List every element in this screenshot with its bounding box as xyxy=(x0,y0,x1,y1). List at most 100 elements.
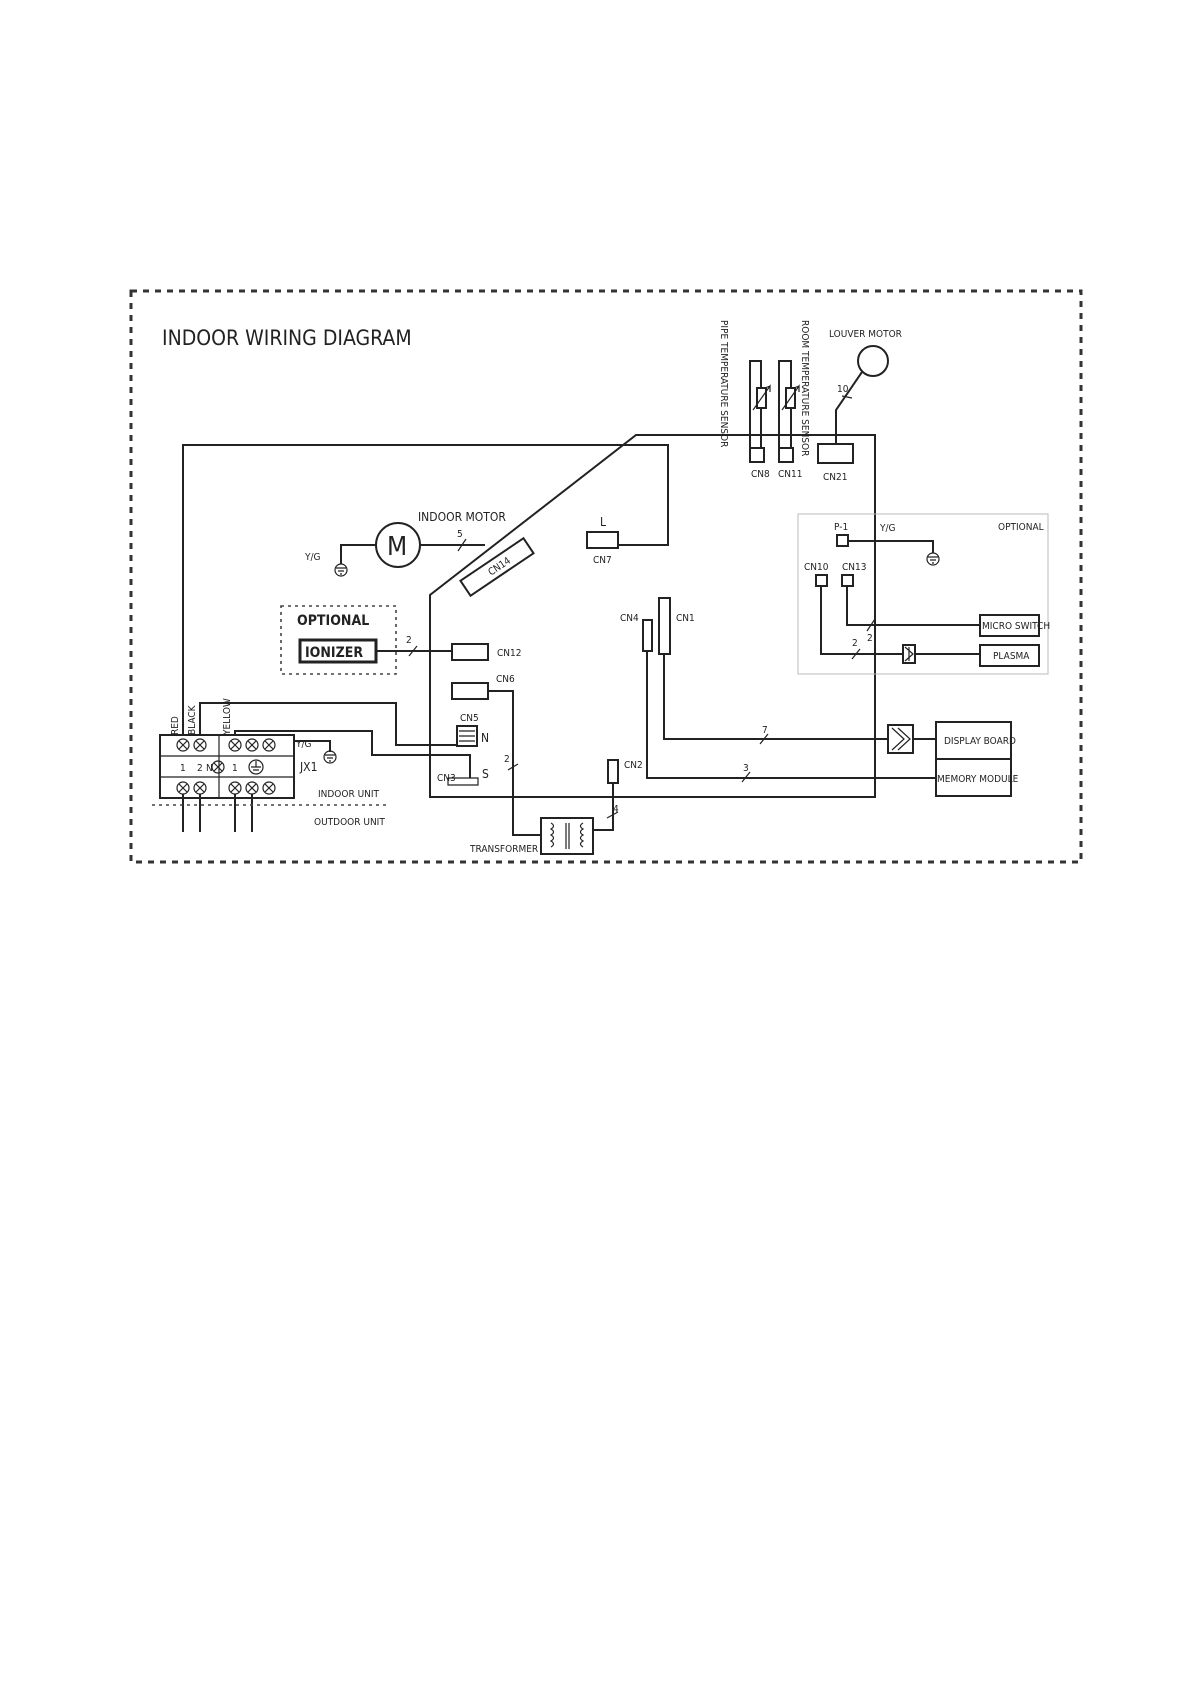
cn4-label: CN4 xyxy=(620,613,639,624)
cn11-connector xyxy=(778,447,794,463)
memory-wire-count: 3 xyxy=(743,763,749,774)
motor-symbol: M xyxy=(387,532,407,562)
cn13-connector xyxy=(841,574,854,587)
diagram-title: INDOOR WIRING DIAGRAM xyxy=(162,326,412,350)
plasma-box xyxy=(979,644,1040,667)
display-board-box xyxy=(935,721,1012,760)
louver-wire-count: 10 xyxy=(837,384,849,395)
display-board-wire xyxy=(663,654,888,740)
motor-ground-icon xyxy=(334,563,348,577)
cn10-label: CN10 xyxy=(804,562,829,573)
yellow-wire xyxy=(234,730,471,778)
control-board-outline xyxy=(429,434,876,798)
cn8-connector xyxy=(749,447,765,463)
cn5-label: CN5 xyxy=(460,713,479,724)
transformer-output-count: 4 xyxy=(613,804,619,815)
cn12-connector xyxy=(451,643,489,661)
cn7-connector xyxy=(586,531,619,549)
motor-ground-wire xyxy=(340,544,376,564)
plasma-label: PLASMA xyxy=(993,651,1030,662)
optional-ground-wire xyxy=(848,540,934,553)
black-wire xyxy=(199,702,457,746)
transformer-input-count: 2 xyxy=(504,754,510,765)
diagram-frame xyxy=(129,289,1083,864)
memory-module-label: MEMORY MODULE xyxy=(937,774,1019,785)
n-label: N xyxy=(481,731,489,745)
cn7-label: CN7 xyxy=(593,555,612,566)
cn12-label: CN12 xyxy=(497,648,521,659)
black-label: BLACK xyxy=(187,704,198,735)
terminal-block-label: JX1 xyxy=(299,760,317,774)
cn5-connector-pins xyxy=(459,730,475,742)
optional-module-label: OPTIONAL xyxy=(998,522,1044,533)
terminal-mark-3: N xyxy=(206,763,213,774)
optional-ground-icon xyxy=(926,552,940,566)
cn6-label: CN6 xyxy=(496,674,515,685)
ionizer-optional-label: OPTIONAL xyxy=(297,613,369,629)
cn11-label: CN11 xyxy=(778,469,802,480)
optional-yg-label: Y/G xyxy=(879,523,896,534)
cn13-label: CN13 xyxy=(842,562,866,573)
cn6-connector xyxy=(451,682,489,700)
p1-connector xyxy=(836,534,849,547)
memory-module-wire xyxy=(646,651,936,779)
motor-yg-label: Y/G xyxy=(304,552,321,563)
cn2-label: CN2 xyxy=(624,760,643,771)
cn21-label: CN21 xyxy=(823,472,847,483)
outdoor-unit-label: OUTDOOR UNIT xyxy=(314,817,385,828)
display-connector xyxy=(887,724,914,754)
ionizer-wire-tick xyxy=(408,645,418,657)
plasma-wire xyxy=(820,586,980,655)
terminal-yg-label: Y/G xyxy=(295,739,312,750)
terminal-screws xyxy=(176,738,276,795)
memory-module-box xyxy=(935,758,1012,797)
louver-motor-wire xyxy=(835,371,863,444)
pipe-sensor-label: PIPE TEMPERATURE SENSOR xyxy=(718,320,729,447)
louver-wire-tick xyxy=(841,395,853,399)
plasma-tick xyxy=(851,648,861,660)
louver-motor-label: LOUVER MOTOR xyxy=(829,329,902,340)
red-label: RED xyxy=(170,716,181,735)
indoor-motor-label: INDOOR MOTOR xyxy=(418,510,506,524)
cn21-connector xyxy=(817,443,854,464)
micro-switch-wire xyxy=(846,586,980,626)
optional-module-frame xyxy=(797,513,1049,675)
room-sensor-element xyxy=(781,384,800,411)
cn1-label: CN1 xyxy=(676,613,695,624)
transformer xyxy=(540,817,594,855)
terminal-mark-4: 1 xyxy=(232,763,238,774)
motor-wire-tick xyxy=(457,538,467,552)
outdoor-leads xyxy=(182,794,253,832)
micro-switch-box xyxy=(979,614,1040,637)
motor-wire-count: 5 xyxy=(457,529,463,540)
micro-switch-count: 2 xyxy=(867,633,873,644)
top-loop-wire xyxy=(182,444,669,722)
cn2-connector xyxy=(607,759,619,784)
pipe-sensor-element xyxy=(752,384,771,411)
display-wire-count: 7 xyxy=(762,725,768,736)
cn4-connector xyxy=(642,619,653,652)
cn8-label: CN8 xyxy=(751,469,770,480)
cn1-connector xyxy=(658,597,671,655)
plasma-count: 2 xyxy=(852,638,858,649)
transformer-input-tick xyxy=(507,763,519,771)
indoor-unit-label: INDOOR UNIT xyxy=(318,789,380,800)
ionizer-wire-count: 2 xyxy=(406,635,412,646)
louver-motor xyxy=(857,345,889,377)
terminal-mark-2: 2 xyxy=(197,763,203,774)
micro-switch-tick xyxy=(866,618,876,632)
plasma-connector xyxy=(902,644,916,664)
display-board-label: DISPLAY BOARD xyxy=(944,736,1016,747)
l-label: L xyxy=(600,515,606,529)
transformer-output-wire xyxy=(593,783,614,831)
cn14-connector: CN14 xyxy=(459,536,535,598)
cn10-connector xyxy=(815,574,828,587)
terminal-ground-icon xyxy=(323,750,337,764)
transformer-label: TRANSFORMER xyxy=(469,844,538,855)
ionizer-label: IONIZER xyxy=(305,645,363,661)
cn3-label: CN3 xyxy=(437,773,456,784)
terminal-mark-1: 1 xyxy=(180,763,186,774)
room-sensor-label: ROOM TEMPERATURE SENSOR xyxy=(799,320,810,456)
s-label: S xyxy=(482,767,489,781)
